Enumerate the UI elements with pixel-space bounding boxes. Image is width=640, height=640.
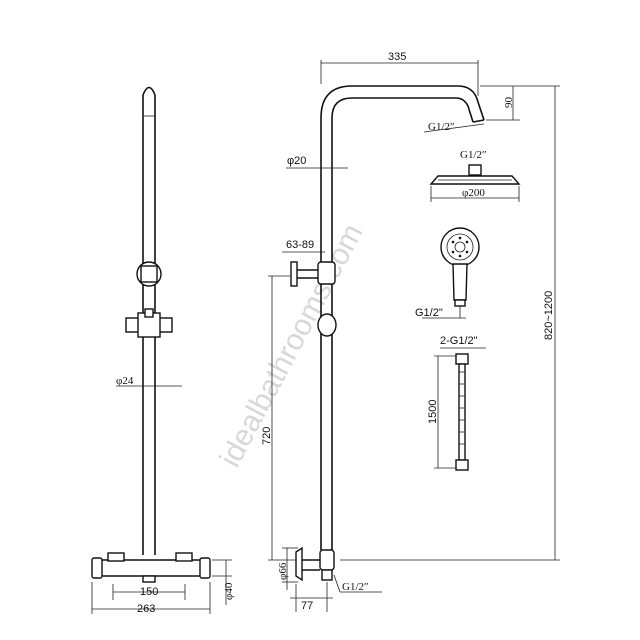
inlet-diameter-label: φ66: [277, 562, 289, 580]
valve-to-bracket-label: 720: [261, 427, 273, 445]
shower-hose: 2-G1/2" 1500: [427, 335, 486, 471]
side-pipe-diameter-label: φ20: [287, 155, 306, 167]
arm-drop-label: 90: [503, 97, 515, 109]
overhead-diameter-label: φ200: [462, 187, 485, 199]
front-inner-width-label: 150: [140, 586, 158, 598]
inlet-thread-label: G1/2″: [342, 581, 369, 593]
overall-height-label: 820~1200: [543, 291, 555, 340]
overhead-shower: G1/2″ φ200: [429, 149, 521, 202]
inlet-offset-label: 77: [301, 600, 313, 612]
side-view: 335 90 G1/2″ φ20 63-89 720 820~1200 φ66 …: [261, 51, 560, 612]
front-outer-width-label: 263: [137, 603, 155, 615]
arm-length-label: 335: [388, 51, 406, 63]
front-pipe-diameter-label: φ24: [116, 375, 134, 387]
watermark: idealbathrooms.com: [214, 219, 370, 473]
hose-threads-label: 2-G1/2": [440, 335, 478, 347]
hose-length-label: 1500: [427, 400, 439, 424]
front-valve-height-label: φ40: [223, 582, 235, 600]
overhead-thread-label: G1/2″: [460, 149, 487, 161]
hand-shower: G1/2": [415, 227, 480, 319]
front-view: φ24 150 263 φ40: [91, 86, 235, 615]
bracket-range-label: 63-89: [286, 239, 314, 251]
handset-thread-label: G1/2": [415, 307, 443, 319]
arm-thread-label: G1/2″: [428, 121, 455, 133]
